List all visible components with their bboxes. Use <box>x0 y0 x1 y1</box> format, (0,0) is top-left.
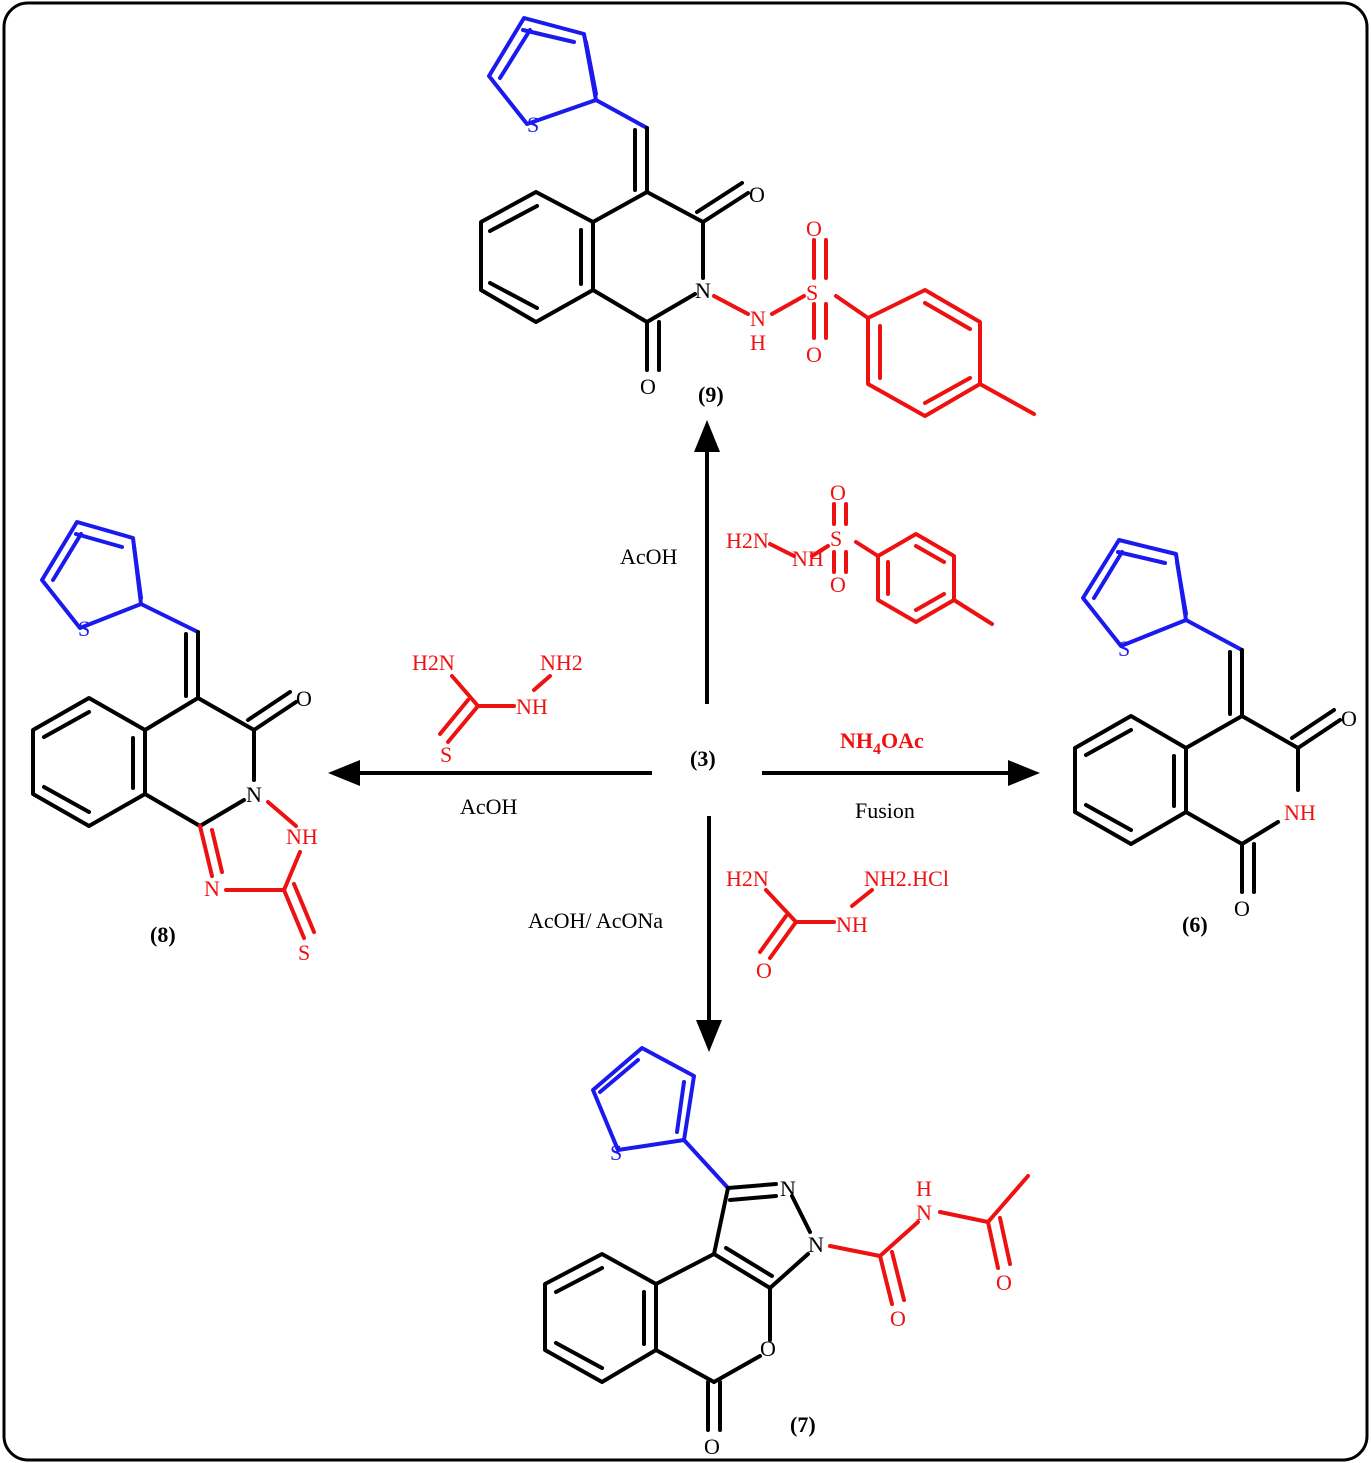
c7-n2-label: N <box>808 1232 824 1257</box>
c7-amide-o1-label: O <box>890 1306 906 1331</box>
reagent-to-6: NH4OAc <box>840 728 924 758</box>
c9-thiophene-s-label: S <box>527 112 539 137</box>
reagent-semicarbazide-hcl: H2N NH2.HCl NH O <box>726 866 949 983</box>
compound-8-label: (8) <box>150 922 176 947</box>
condition-to-9: AcOH <box>620 544 678 569</box>
c9-carbonyl-o1-label: O <box>749 182 765 207</box>
c9-so-o1-label: O <box>806 216 822 241</box>
semicarbazide-o-label: O <box>756 958 772 983</box>
reagent-thiosemicarbazide: H2N NH2 NH S <box>412 650 583 767</box>
compound-7-structure: S N N O O H N O O <box>543 1046 1030 1459</box>
c8-nh-label: NH <box>286 824 318 849</box>
c9-so-o2-label: O <box>806 342 822 367</box>
arrow-to-8-head <box>328 760 360 786</box>
condition-to-7: AcOH/ AcONa <box>528 908 663 933</box>
c6-o1-label: O <box>1341 706 1357 731</box>
c7-ring-o-label: O <box>760 1336 776 1361</box>
c6-o2-label: O <box>1234 896 1250 921</box>
compound-9-structure: S O O N N H S O O <box>479 16 1036 418</box>
condition-to-6: Fusion <box>855 798 915 823</box>
compound-3-label: (3) <box>690 746 716 771</box>
c7-nh-h-label: H <box>916 1176 932 1201</box>
c6-thiophene-s-label: S <box>1118 636 1130 661</box>
c7-nh-n-label: N <box>916 1200 932 1225</box>
semicarbazide-nh-label: NH <box>836 912 868 937</box>
thiosemicarbazide-s-label: S <box>440 742 452 767</box>
c8-n2-label: N <box>204 876 220 901</box>
c8-thiophene-s-label: S <box>78 616 90 641</box>
arrow-to-6-head <box>1008 760 1040 786</box>
condition-to-8: AcOH <box>460 794 518 819</box>
thiosemicarbazide-nh2-label: NH2 <box>540 650 583 675</box>
semicarbazide-h2n-label: H2N <box>726 866 769 891</box>
c7-n1-label: N <box>780 1176 796 1201</box>
c7-amide-o2-label: O <box>996 1270 1012 1295</box>
c9-n-label: N <box>695 278 711 303</box>
thiosemicarbazide-h2n-label: H2N <box>412 650 455 675</box>
c8-o-label: O <box>296 686 312 711</box>
compound-8-structure: S O N NH N S <box>31 520 318 965</box>
compound-6-structure: S O NH O <box>1073 538 1357 921</box>
c8-n-label: N <box>246 782 262 807</box>
compound-6-label: (6) <box>1182 912 1208 937</box>
tosylhydrazide-o2-label: O <box>830 572 846 597</box>
semicarbazide-nh2hcl-label: NH2.HCl <box>864 866 949 891</box>
c9-nh-h-label: H <box>750 330 766 355</box>
compound-9-label: (9) <box>698 382 724 407</box>
tosylhydrazide-o1-label: O <box>830 480 846 505</box>
c8-s-label: S <box>298 940 310 965</box>
tosylhydrazide-h2n-label: H2N <box>726 528 769 553</box>
reagent-tosylhydrazide: H2N NH S O O <box>726 480 994 626</box>
tosylhydrazide-s-label: S <box>830 526 842 551</box>
thiosemicarbazide-nh-label: NH <box>516 694 548 719</box>
c9-carbonyl-o2-label: O <box>640 374 656 399</box>
tosylhydrazide-nh-label: NH <box>792 546 824 571</box>
c9-nh-n-label: N <box>750 306 766 331</box>
arrow-to-7-head <box>696 1020 722 1052</box>
c9-s-label: S <box>806 280 818 305</box>
arrow-to-9-head <box>694 420 720 452</box>
c7-thiophene-s-label: S <box>610 1140 622 1165</box>
compound-7-label: (7) <box>790 1412 816 1437</box>
c7-lactone-o-label: O <box>704 1434 720 1459</box>
c6-nh-label: NH <box>1284 800 1316 825</box>
